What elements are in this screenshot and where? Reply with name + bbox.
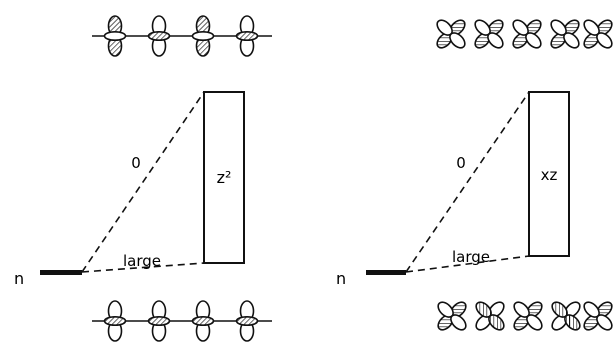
dxz-orbital [510, 17, 543, 50]
left-level-label: n [14, 269, 24, 288]
dz2-orbital [193, 16, 214, 56]
dxz-orbital [434, 17, 467, 50]
left-panel: z² 0 large n [14, 16, 272, 341]
left-lower-overlap-label: large [123, 252, 161, 270]
right-level-bar [366, 270, 406, 275]
dxz-orbital [473, 299, 506, 332]
left-level-bar [40, 270, 82, 275]
dxz-orbital [581, 299, 613, 332]
dz2-orbital [105, 301, 126, 341]
left-upper-dashed-line [82, 92, 204, 272]
dxz-orbital [581, 17, 613, 50]
left-top-orbital-chain [92, 16, 272, 56]
left-bottom-orbital-chain [92, 301, 272, 341]
right-upper-overlap-label: 0 [456, 154, 466, 172]
dxz-orbital [435, 299, 468, 332]
left-band-label: z² [217, 168, 232, 187]
right-lower-overlap-label: large [452, 248, 490, 266]
dz2-orbital [149, 16, 170, 56]
left-upper-overlap-label: 0 [131, 154, 141, 172]
dz2-orbital [105, 16, 126, 56]
dxz-orbital [548, 17, 581, 50]
dz2-orbital [149, 301, 170, 341]
dz2-orbital [237, 16, 258, 56]
right-level-label: n [336, 269, 346, 288]
right-top-orbital-chain [434, 17, 613, 50]
dz2-orbital [237, 301, 258, 341]
right-upper-dashed-line [406, 92, 529, 272]
dxz-orbital [472, 17, 505, 50]
dxz-orbital [549, 299, 582, 332]
right-bottom-orbital-chain [435, 299, 613, 332]
right-band-label: xz [541, 166, 558, 184]
dxz-orbital [511, 299, 544, 332]
right-panel: xz 0 large n [336, 17, 613, 332]
dz2-orbital [193, 301, 214, 341]
